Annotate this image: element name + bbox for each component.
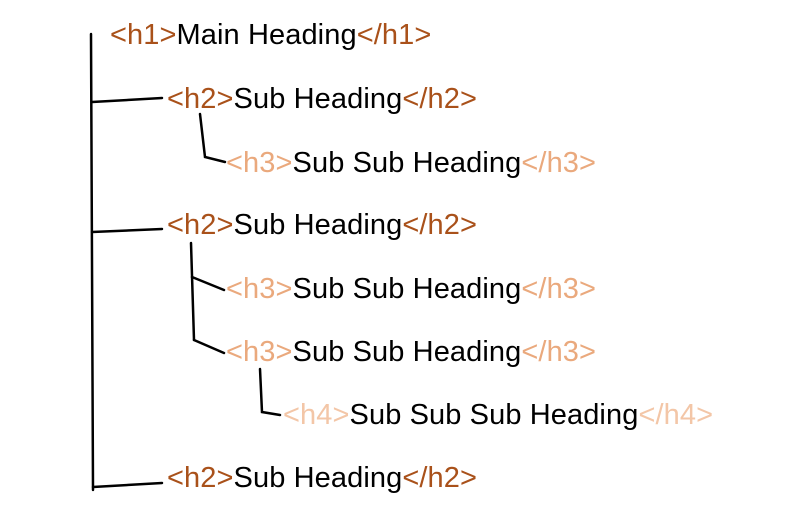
line-h2-sub-heading-3: <h2>Sub Heading</h2> <box>167 461 477 495</box>
branch-h2-1 <box>90 96 164 104</box>
h3-open-tag: <h3> <box>226 273 293 305</box>
h2-close-tag: </h2> <box>402 83 478 115</box>
h3-text: Sub Sub Heading <box>292 336 522 368</box>
h3-open-tag: <h3> <box>226 147 293 179</box>
line-h3-sub-sub-heading-1: <h3>Sub Sub Heading</h3> <box>226 146 596 180</box>
branch-h4-1 <box>258 367 282 417</box>
h2-text: Sub Heading <box>233 83 403 115</box>
h2-close-tag: </h2> <box>402 209 478 241</box>
h3-open-tag: <h3> <box>226 336 293 368</box>
h3-text: Sub Sub Heading <box>292 147 522 179</box>
h2-open-tag: <h2> <box>167 83 234 115</box>
trunk-line <box>89 32 95 492</box>
branch-h2-3 <box>91 481 164 489</box>
h1-text: Main Heading <box>176 19 357 51</box>
h2-open-tag: <h2> <box>167 209 234 241</box>
h2-open-tag: <h2> <box>167 462 234 494</box>
h2-text: Sub Heading <box>233 462 403 494</box>
h4-open-tag: <h4> <box>283 399 350 431</box>
subtrunk-h2-2 <box>189 241 196 342</box>
h2-text: Sub Heading <box>233 209 403 241</box>
branch-h3-1 <box>198 112 227 164</box>
h3-close-tag: </h3> <box>521 147 597 179</box>
h1-open-tag: <h1> <box>110 19 177 51</box>
line-h4-sub-sub-sub-heading: <h4>Sub Sub Sub Heading</h4> <box>283 398 713 432</box>
h3-text: Sub Sub Heading <box>292 273 522 305</box>
line-h2-sub-heading-1: <h2>Sub Heading</h2> <box>167 82 477 116</box>
h3-close-tag: </h3> <box>521 273 597 305</box>
branch-h2-2 <box>90 227 164 234</box>
h3-close-tag: </h3> <box>521 336 597 368</box>
line-h3-sub-sub-heading-3: <h3>Sub Sub Heading</h3> <box>226 335 596 369</box>
line-h2-sub-heading-2: <h2>Sub Heading</h2> <box>167 208 477 242</box>
branch-h3-2 <box>190 275 226 292</box>
h1-close-tag: </h1> <box>356 19 432 51</box>
h4-text: Sub Sub Sub Heading <box>349 399 639 431</box>
line-h3-sub-sub-heading-2: <h3>Sub Sub Heading</h3> <box>226 272 596 306</box>
h2-close-tag: </h2> <box>402 462 478 494</box>
h4-close-tag: </h4> <box>638 399 714 431</box>
branch-h3-3 <box>192 338 226 355</box>
line-h1-main-heading: <h1>Main Heading</h1> <box>110 18 431 52</box>
